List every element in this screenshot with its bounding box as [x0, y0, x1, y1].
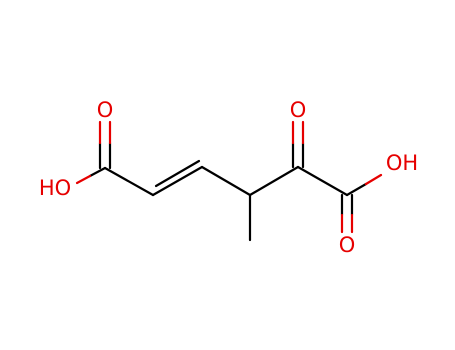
bond-c3-c4: [200, 165, 252, 197]
right-carboxyl-group: [340, 173, 383, 234]
bond-c2-c3-b: [154, 159, 201, 188]
keto-group: [291, 120, 305, 169]
atom-label-o-carbonyl-left: O: [97, 98, 114, 122]
atom-label-o-keto: O: [290, 98, 307, 122]
carbon-chain: [103, 159, 349, 242]
bond-c6-oh-red: [364, 173, 383, 186]
atom-label-oh-right: OH: [386, 151, 418, 175]
bond-c4-c5: [248, 165, 300, 197]
bond-c1-oh: [88, 166, 107, 178]
bond-c5-c6: [296, 165, 349, 197]
atom-label-ho-left: HO: [39, 176, 71, 200]
atom-label-o-carbonyl-right: O: [339, 233, 356, 257]
left-carboxyl-group: [75, 120, 112, 185]
bond-c1-c2: [103, 166, 155, 197]
bond-c6-oh: [345, 182, 368, 197]
bond-c2-c3-a: [151, 165, 204, 197]
bond-c1-oh-red: [75, 174, 92, 185]
